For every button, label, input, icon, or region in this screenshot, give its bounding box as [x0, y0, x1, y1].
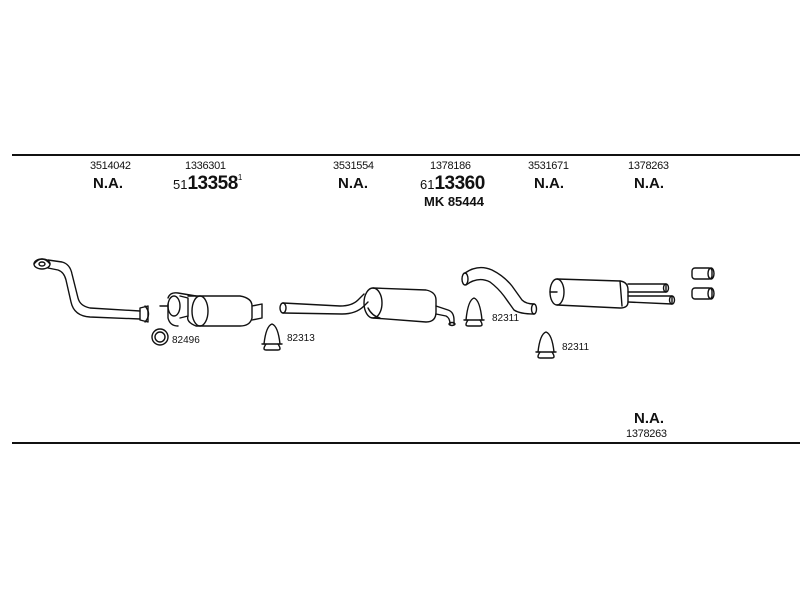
- clamp-label-82311-b: 82311: [562, 342, 590, 353]
- availability-5: N.A.: [534, 175, 564, 192]
- front-silencer[interactable]: [159, 292, 263, 327]
- availability-6: N.A.: [634, 175, 664, 192]
- clamp-icon-82311-b[interactable]: [535, 331, 557, 359]
- part-code-6: 1378263: [628, 160, 669, 172]
- top-rule: [12, 154, 800, 156]
- end-tips[interactable]: [691, 267, 715, 300]
- part-number-2[interactable]: 51133581: [173, 173, 242, 195]
- part-number-4[interactable]: 6113360: [420, 173, 485, 195]
- part-number-2-superscript: 1: [237, 173, 243, 182]
- part-code-3: 3531554: [333, 160, 374, 172]
- part-code-2: 1336301: [185, 160, 226, 172]
- clamp-label-82311-a: 82311: [492, 313, 520, 324]
- gasket-label: 82496: [172, 335, 200, 346]
- part-number-4-main: 13360: [434, 173, 485, 194]
- availability-3: N.A.: [338, 175, 368, 192]
- part-code-4: 1378186: [430, 160, 471, 172]
- clamp-icon-82313[interactable]: [261, 323, 283, 351]
- clamp-icon-82311-a[interactable]: [463, 297, 485, 327]
- part-code-5: 3531671: [528, 160, 569, 172]
- part-code-1: 3514042: [90, 160, 131, 172]
- availability-1: N.A.: [93, 175, 123, 192]
- part-number-2-prefix: 51: [173, 177, 188, 192]
- front-pipe[interactable]: [33, 258, 150, 323]
- part-number-4-prefix: 61: [420, 177, 435, 192]
- rear-silencer[interactable]: [549, 278, 676, 309]
- bottom-availability: N.A.: [634, 410, 664, 427]
- bottom-rule: [12, 442, 800, 444]
- tail-pipe[interactable]: [461, 266, 538, 315]
- middle-pipe[interactable]: [279, 293, 369, 315]
- part-number-4-extra: MK 85444: [424, 194, 484, 209]
- gasket-ring-icon[interactable]: [151, 328, 169, 346]
- middle-silencer[interactable]: [363, 287, 456, 327]
- part-number-2-main: 13358: [187, 173, 238, 194]
- bottom-part-code: 1378263: [626, 428, 667, 440]
- clamp-label-82313: 82313: [287, 333, 315, 344]
